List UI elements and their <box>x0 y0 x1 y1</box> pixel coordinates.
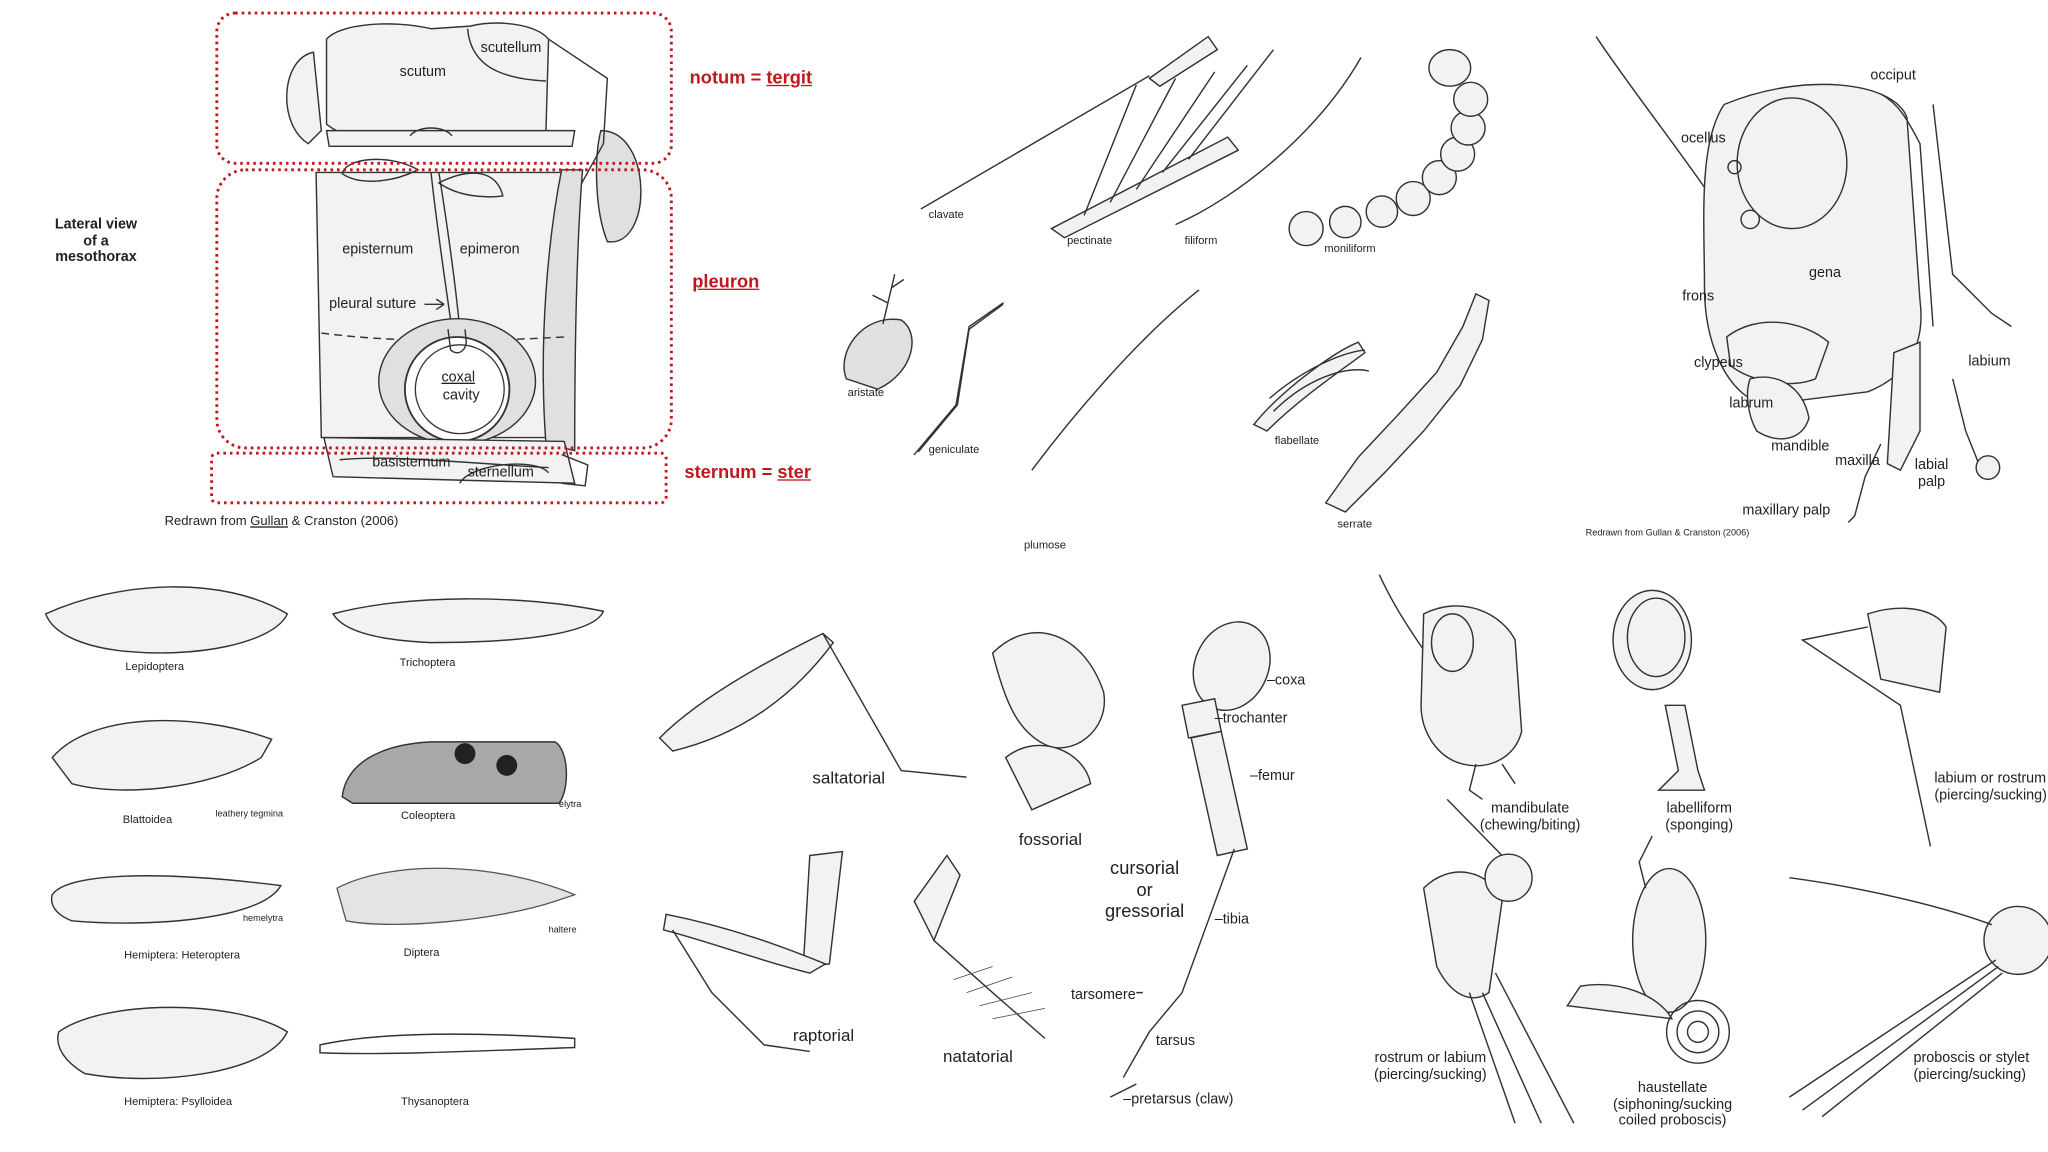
sternellum-label: sternellum <box>467 464 534 481</box>
leg-pretarsus-label: –pretarsus (claw) <box>1123 1091 1234 1108</box>
antenna-geniculate-label: geniculate <box>928 442 980 456</box>
scutellum-label: scutellum <box>480 40 542 57</box>
insect-head-drawing <box>1595 36 2012 523</box>
leg-drawings <box>658 621 1271 1098</box>
basisternum-label: basisternum <box>372 454 451 471</box>
leg-fossorial-label: fossorial <box>1018 829 1083 849</box>
thorax-credit-suffix: & Cranston (2006) <box>287 514 399 529</box>
antenna-pectinate-label: pectinate <box>1067 233 1113 247</box>
leg-trochanter-label: –trochanter <box>1214 710 1288 727</box>
trochanter-text: trochanter <box>1222 710 1288 727</box>
pleural-suture-label: pleural suture <box>329 296 417 313</box>
antennae-drawings <box>843 35 1490 513</box>
antenna-serrate-label: serrate <box>1337 517 1373 531</box>
labial-palp-label: labial palp <box>1914 457 1949 490</box>
mouthpart-proboscis-label: proboscis or stylet (piercing/sucking) <box>1913 1050 2030 1083</box>
wing-lepidoptera-label: Lepidoptera <box>125 659 185 673</box>
episternum-label: episternum <box>342 241 414 258</box>
epimeron-label: epimeron <box>459 241 520 258</box>
cavity-label: cavity <box>442 387 480 404</box>
maxilla-label: maxilla <box>1835 453 1880 469</box>
mandible-label: mandible <box>1771 438 1830 455</box>
antenna-clavate-label: clavate <box>928 207 964 221</box>
labrum-label: labrum <box>1729 395 1774 412</box>
leg-tarsomere-label: tarsomere <box>1071 987 1136 1004</box>
thorax-side-label: Lateral view of a mesothorax <box>54 216 138 266</box>
notum-region-box <box>215 11 673 165</box>
mesothorax-drawing <box>286 22 642 487</box>
leg-femur-label: –femur <box>1249 767 1295 784</box>
notum-region-label: notum = tergit <box>690 67 812 88</box>
mouthpart-labelliform-label: labelliform (sponging) <box>1665 800 1734 833</box>
mouthpart-drawings <box>1378 574 2048 1124</box>
leg-tarsus-label: tarsus <box>1155 1033 1196 1049</box>
coxal-label: coxal <box>441 369 476 386</box>
scutum-label: scutum <box>399 63 446 80</box>
leg-raptorial-label: raptorial <box>792 1025 855 1045</box>
leg-saltatorial-label: saltatorial <box>812 767 886 788</box>
leg-cursorial-label: cursorial or gressorial <box>1104 856 1185 921</box>
labium-label: labium <box>1968 353 2011 370</box>
sternum-region-label: sternum = ster <box>684 461 828 482</box>
wing-trichoptera-label: Trichoptera <box>399 655 456 669</box>
maxillary-palp-label: maxillary palp <box>1742 502 1831 519</box>
wing-coleoptera-label: Coleoptera <box>400 808 456 822</box>
wing-tegmina-note: leathery tegmina <box>215 809 284 819</box>
antenna-aristate-label: aristate <box>847 385 885 399</box>
mouthpart-mandibulate-label: mandibulate (chewing/biting) <box>1479 800 1581 833</box>
leg-natatorial-label: natatorial <box>943 1046 1013 1066</box>
antenna-plumose-label: plumose <box>1023 538 1066 552</box>
thorax-credit-prefix: Redrawn from <box>164 514 251 529</box>
notum-prefix: notum = <box>689 66 767 88</box>
mouthpart-labium-rostrum-label: labium or rostrum (piercing/sucking) <box>1934 770 2047 803</box>
clypeus-label: clypeus <box>1694 355 1743 371</box>
leg-coxa-label: –coxa <box>1266 672 1306 689</box>
mouthpart-haustellate-label: haustellate (siphoning/sucking coiled pr… <box>1613 1080 1733 1129</box>
tibia-text: tibia <box>1222 911 1250 928</box>
pretarsus-text: pretarsus (claw) <box>1131 1091 1234 1108</box>
ocellus-label: ocellus <box>1680 130 1726 147</box>
thorax-credit: Redrawn from Gullan & Cranston (2006) <box>165 515 399 530</box>
leg-tibia-label: –tibia <box>1214 911 1250 928</box>
wing-diptera-label: Diptera <box>403 945 440 959</box>
wing-thysanoptera-label: Thysanoptera <box>400 1094 469 1108</box>
antenna-flabellate-label: flabellate <box>1274 433 1320 447</box>
occiput-label: occiput <box>1870 67 1916 84</box>
mouthpart-rostrum-labium-label: rostrum or labium (piercing/sucking) <box>1374 1050 1487 1083</box>
gena-label: gena <box>1808 265 1841 281</box>
coxa-text: coxa <box>1274 672 1306 689</box>
wing-heteroptera-label: Hemiptera: Heteroptera <box>124 948 241 962</box>
frons-label: frons <box>1682 288 1715 305</box>
sternum-region-box <box>210 451 668 505</box>
antenna-filiform-label: filiform <box>1184 233 1218 247</box>
sternum-prefix: sternum = <box>684 461 778 482</box>
wing-haltere-note: haltere <box>548 926 577 936</box>
femur-text: femur <box>1257 767 1295 784</box>
wing-hemelytra-note: hemelytra <box>242 914 284 924</box>
gullan-link[interactable]: Gullan <box>250 514 288 529</box>
antenna-moniliform-label: moniliform <box>1324 241 1376 255</box>
wing-blattoidea-label: Blattoidea <box>122 812 173 826</box>
head-credit: Redrawn from Gullan & Cranston (2006) <box>1585 528 1750 539</box>
pleuron-region-box <box>215 168 673 450</box>
wing-drawings <box>44 586 605 1080</box>
wing-elytra-note: elytra <box>559 800 582 810</box>
wing-psylloidea-label: Hemiptera: Psylloidea <box>124 1094 233 1108</box>
sternite-link[interactable]: ster <box>777 461 811 482</box>
tergite-link[interactable]: tergit <box>766 66 813 88</box>
pleuron-region-label[interactable]: pleuron <box>692 270 760 292</box>
